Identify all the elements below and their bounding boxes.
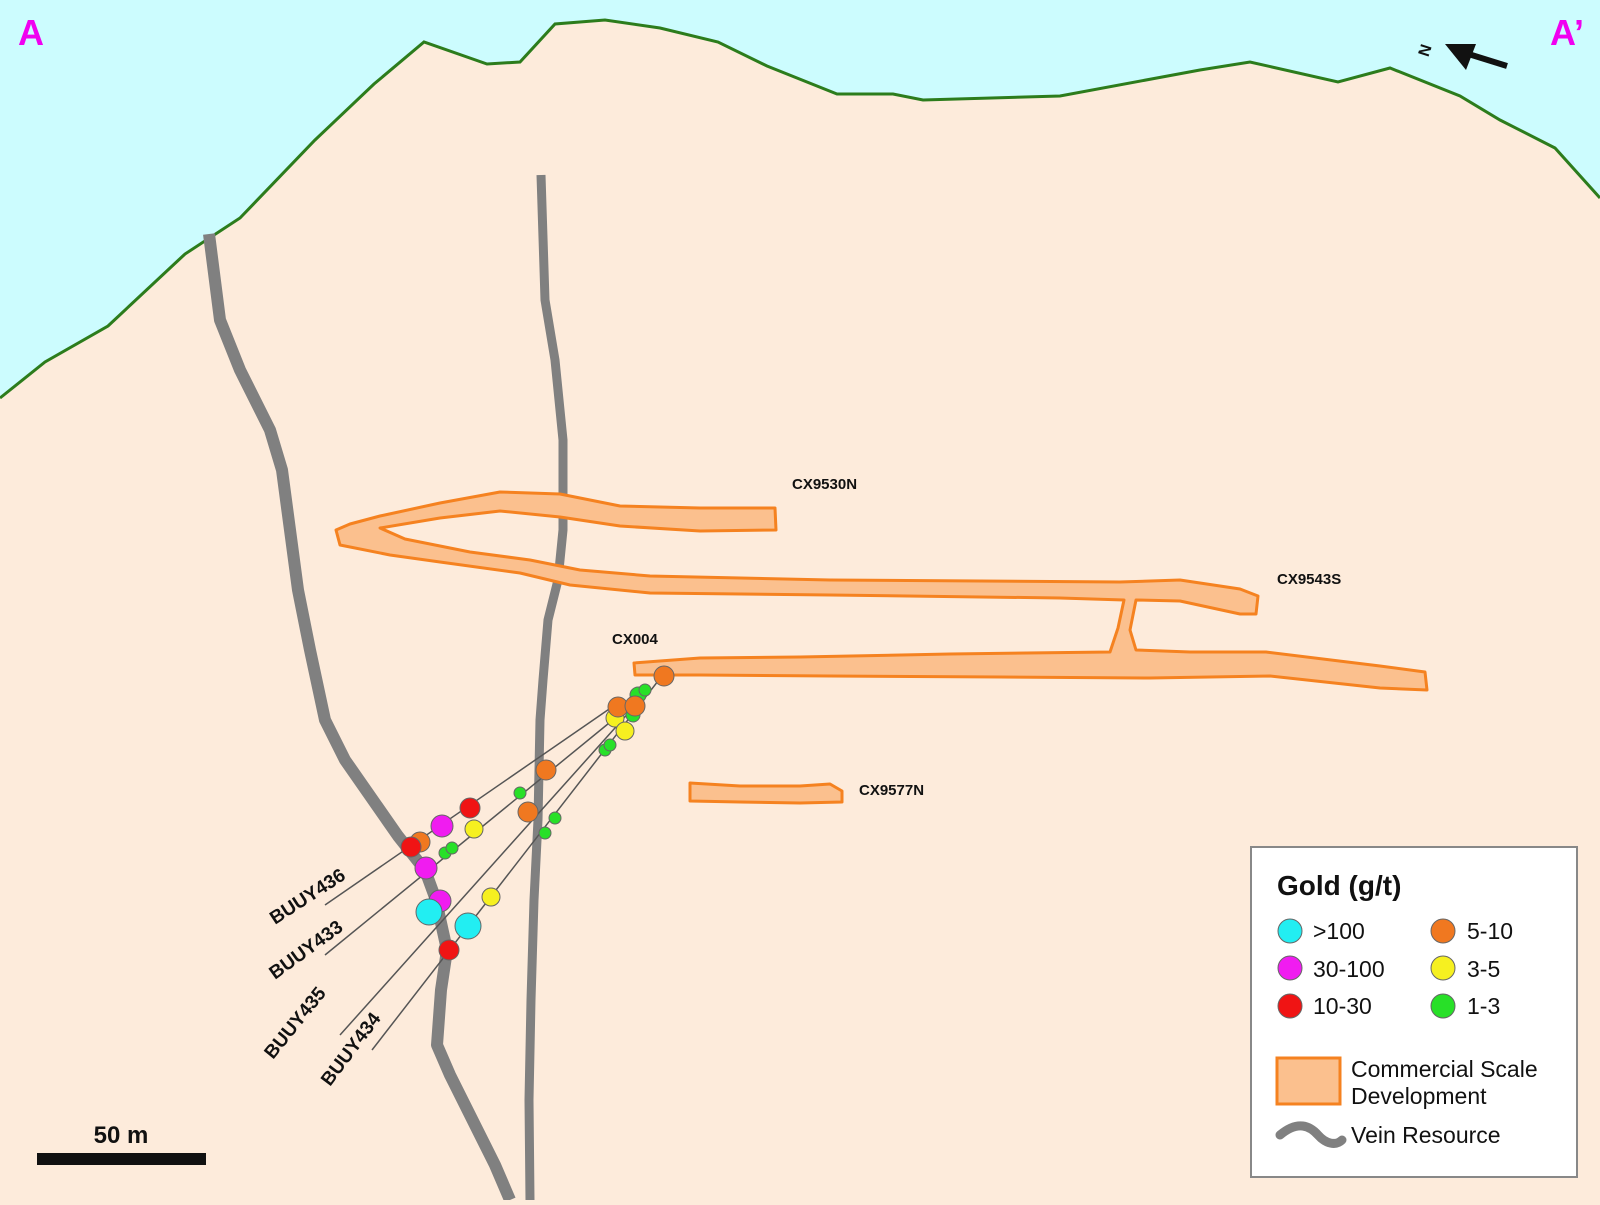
legend-label-gt100: >100 (1313, 918, 1365, 944)
scale-bar: 50 m (37, 1122, 206, 1165)
assay-point-1-3 (548, 811, 562, 825)
development-workings (334, 490, 1429, 805)
legend-label-development-line1: Commercial Scale (1351, 1056, 1538, 1082)
legend-label-30-100: 30-100 (1313, 956, 1385, 982)
section-end-label: A’ (1550, 12, 1584, 53)
assay-point-5-10 (535, 759, 557, 781)
legend-label-vein: Vein Resource (1351, 1122, 1501, 1148)
legend-swatch-10-30 (1277, 993, 1303, 1019)
assay-point-1-3 (603, 738, 617, 752)
working-label-cx9530n: CX9530N (792, 476, 857, 493)
north-arrow-head-icon (1445, 44, 1476, 70)
drillhole-trace-buuy434 (371, 671, 666, 1051)
assay-point-3-5 (464, 819, 484, 839)
assay-point-gt100 (454, 912, 482, 940)
assay-point-30-100 (414, 856, 438, 880)
development-cx9530n (334, 490, 1429, 692)
working-label-cx9543s: CX9543S (1277, 571, 1341, 588)
assay-point-5-10 (653, 665, 675, 687)
assay-point-1-3 (445, 841, 459, 855)
assay-point-3-5 (615, 721, 635, 741)
working-label-cx004: CX004 (612, 631, 659, 648)
legend-swatch-5-10 (1430, 918, 1456, 944)
legend-swatch-vein-icon (1275, 1121, 1347, 1148)
assay-point-10-30 (400, 836, 422, 858)
vein-resource-east (524, 174, 568, 1201)
assay-point-5-10 (624, 695, 646, 717)
assay-point-gt100 (415, 898, 443, 926)
assay-point-10-30 (459, 797, 481, 819)
assay-point-3-5 (481, 887, 501, 907)
legend: Gold (g/t) >100 30-100 10-30 5-10 3-5 1-… (1250, 846, 1578, 1178)
assay-point-1-3 (513, 786, 527, 800)
north-arrow: N (1416, 42, 1508, 70)
assay-point-30-100 (430, 814, 454, 838)
legend-swatch-development (1275, 1056, 1342, 1106)
legend-label-1-3: 1-3 (1467, 993, 1500, 1019)
legend-label-10-30: 10-30 (1313, 993, 1372, 1019)
sky-area (0, 0, 1600, 398)
assay-point-5-10 (517, 801, 539, 823)
working-label-cx9577n: CX9577N (859, 782, 924, 799)
legend-swatch-gt100 (1277, 918, 1303, 944)
assay-point-1-3 (638, 683, 652, 697)
assay-point-1-3 (538, 826, 552, 840)
development-cx9577n (688, 781, 844, 805)
legend-label-3-5: 3-5 (1467, 956, 1500, 982)
drillhole-trace-buuy435 (339, 699, 641, 1036)
legend-swatch-30-100 (1277, 955, 1303, 981)
legend-title: Gold (g/t) (1277, 870, 1401, 901)
legend-label-5-10: 5-10 (1467, 918, 1513, 944)
vein-resource-west (203, 233, 516, 1203)
scale-bar-line (37, 1153, 206, 1165)
legend-swatch-3-5 (1430, 955, 1456, 981)
assay-point-10-30 (438, 939, 460, 961)
legend-label-development-line2: Development (1351, 1083, 1487, 1109)
assay-intercepts (400, 665, 675, 961)
north-label: N (1416, 42, 1436, 58)
section-start-label: A (18, 12, 44, 53)
scale-bar-label: 50 m (94, 1122, 149, 1149)
legend-swatch-1-3 (1430, 993, 1456, 1019)
topography-line (0, 18, 1600, 400)
